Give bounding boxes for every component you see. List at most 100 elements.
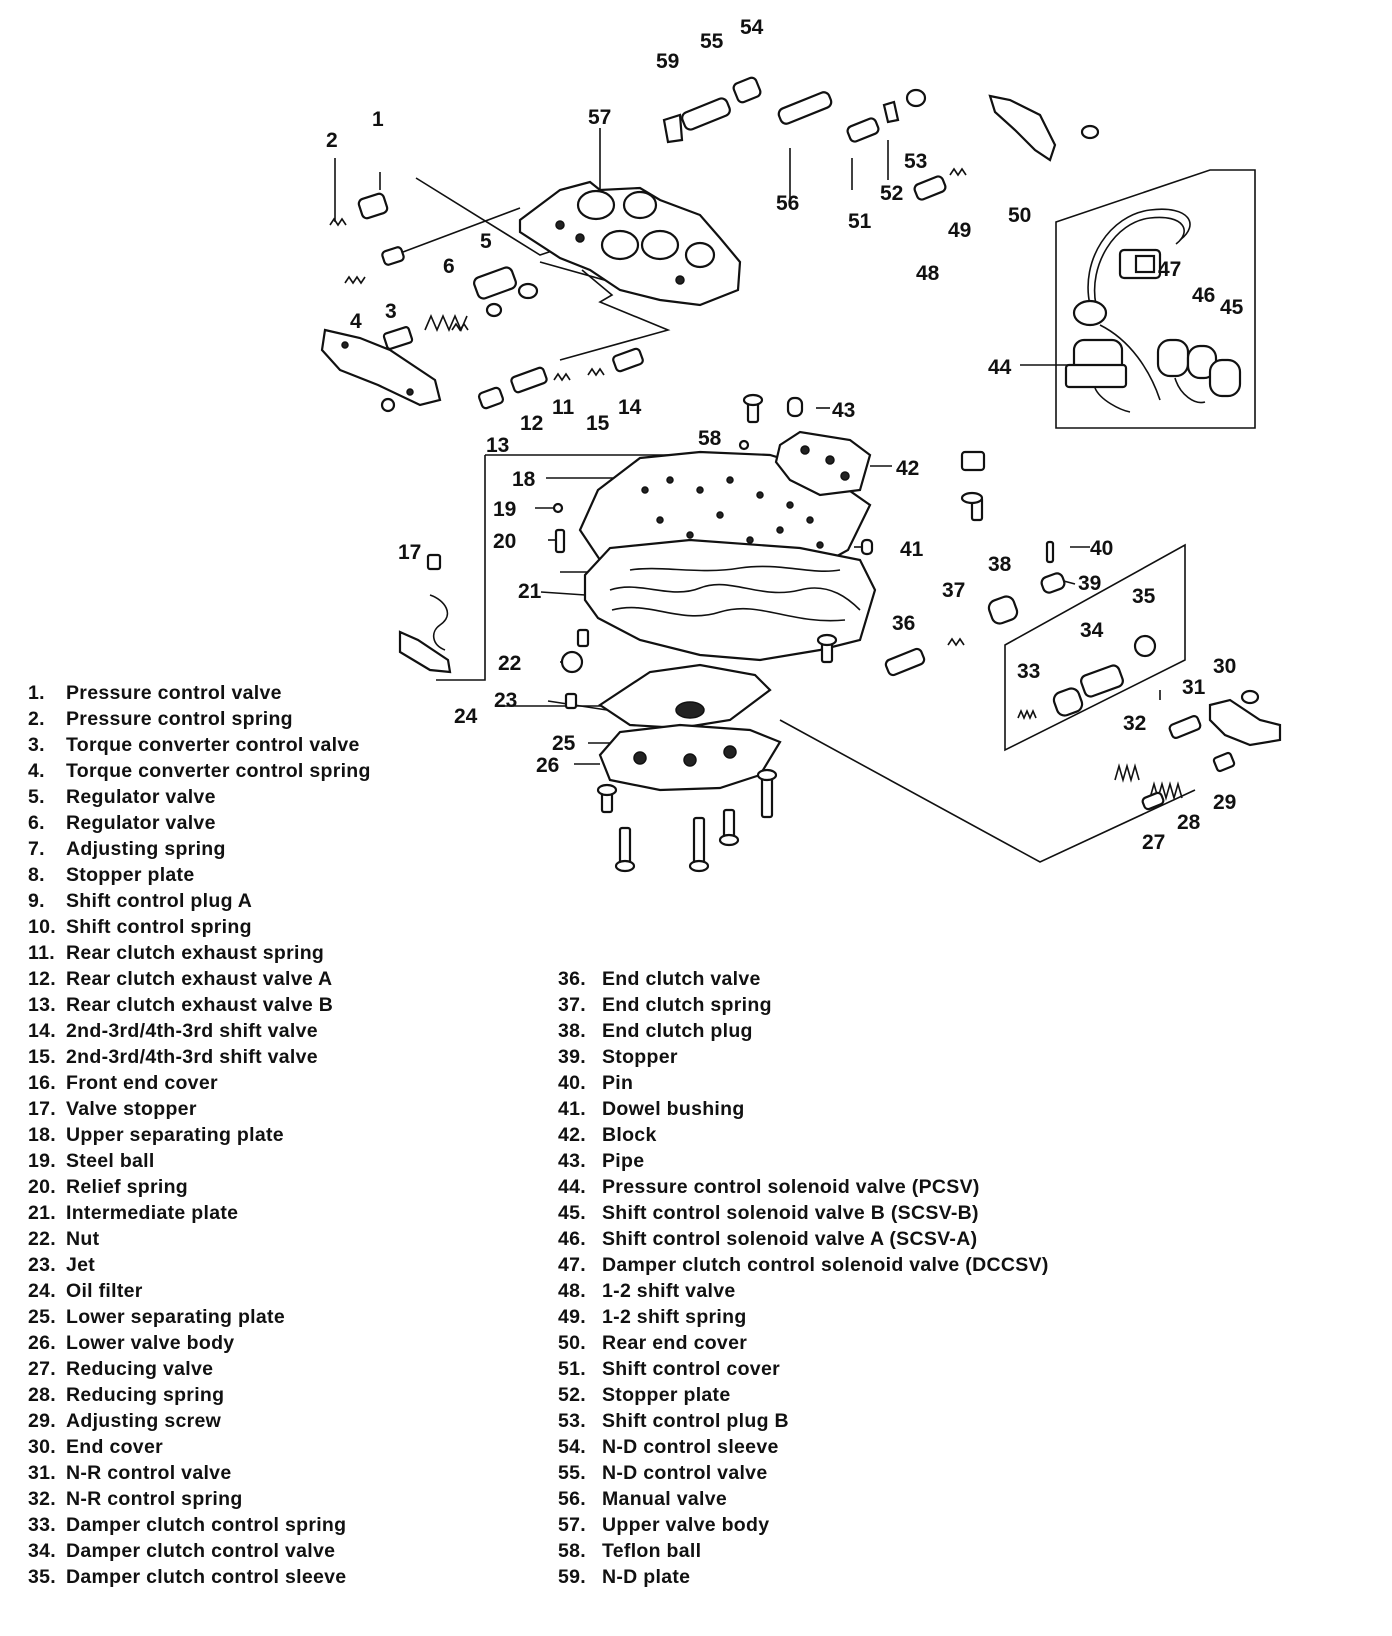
legend-number: 31. bbox=[28, 1462, 57, 1484]
legend-item: 18.Upper separating plate bbox=[28, 1122, 371, 1148]
legend-number: 15. bbox=[28, 1046, 57, 1068]
legend-item: 57.Upper valve body bbox=[558, 1512, 1049, 1538]
callout-22: 22 bbox=[498, 652, 521, 675]
callout-31: 31 bbox=[1182, 676, 1206, 699]
callout-34: 34 bbox=[1080, 619, 1104, 642]
callout-44: 44 bbox=[988, 356, 1012, 379]
legend-item: 11.Rear clutch exhaust spring bbox=[28, 940, 371, 966]
legend-item: 39.Stopper bbox=[558, 1044, 1049, 1070]
legend-number: 45. bbox=[558, 1202, 587, 1224]
legend-label: Rear clutch exhaust spring bbox=[66, 942, 325, 964]
legend-number: 59. bbox=[558, 1566, 587, 1588]
legend-number: 36. bbox=[558, 968, 587, 990]
callout-42: 42 bbox=[896, 457, 919, 480]
legend-label: Torque converter control spring bbox=[66, 760, 371, 782]
legend-number: 12. bbox=[28, 968, 57, 990]
legend-label: Block bbox=[602, 1124, 657, 1146]
callout-numbers: 1 2 3 4 5 6 11 12 13 14 15 17 18 19 20 2… bbox=[326, 16, 1244, 854]
legend-item: 55. N-D control valve bbox=[558, 1460, 1049, 1486]
legend-number: 42. bbox=[558, 1124, 587, 1146]
callout-21: 21 bbox=[518, 580, 542, 603]
legend-item: 49.1-2 shift spring bbox=[558, 1304, 1049, 1330]
legend-label: Steel ball bbox=[66, 1150, 155, 1172]
legend-item: 21.Intermediate plate bbox=[28, 1200, 371, 1226]
legend-label: Shift control plug B bbox=[602, 1410, 789, 1432]
legend-item: 23.Jet bbox=[28, 1252, 371, 1278]
callout-24: 24 bbox=[454, 705, 478, 728]
callout-39: 39 bbox=[1078, 572, 1101, 595]
callout-28: 28 bbox=[1177, 811, 1201, 834]
legend-item: 35.Damper clutch control sleeve bbox=[28, 1564, 371, 1590]
callout-41: 41 bbox=[900, 538, 924, 561]
callout-1: 1 bbox=[372, 108, 384, 131]
callout-3: 3 bbox=[385, 300, 397, 323]
legend-label: Lower valve body bbox=[66, 1332, 235, 1354]
legend-label: 2nd-3rd/4th-3rd shift valve bbox=[66, 1020, 318, 1042]
legend-number: 55. bbox=[558, 1462, 587, 1484]
legend-label: 1-2 shift spring bbox=[602, 1306, 747, 1328]
legend-number: 40. bbox=[558, 1072, 587, 1094]
legend-number: 21. bbox=[28, 1202, 57, 1224]
legend-number: 7. bbox=[28, 838, 45, 860]
legend-item: 10.Shift control spring bbox=[28, 914, 371, 940]
legend-label: Relief spring bbox=[66, 1176, 189, 1198]
legend-item: 8.Stopper plate bbox=[28, 862, 371, 888]
legend-label: Front end cover bbox=[66, 1072, 218, 1094]
legend-label: Adjusting spring bbox=[66, 838, 226, 860]
legend-number: 48. bbox=[558, 1280, 587, 1302]
parts-legend-right: 36.End clutch valve 37.End clutch spring… bbox=[558, 966, 1049, 1590]
parts-legend-left: 1.Pressure control valve 2.Pressure cont… bbox=[28, 680, 371, 1590]
legend-label: N-D plate bbox=[602, 1566, 691, 1588]
legend-item: 58.Teflon ball bbox=[558, 1538, 1049, 1564]
legend-label: Torque converter control valve bbox=[66, 734, 360, 756]
legend-number: 13. bbox=[28, 994, 57, 1016]
legend-item: 5.Regulator valve bbox=[28, 784, 371, 810]
legend-item: 22.Nut bbox=[28, 1226, 371, 1252]
legend-number: 28. bbox=[28, 1384, 57, 1406]
callout-20: 20 bbox=[493, 530, 516, 553]
callout-45: 45 bbox=[1220, 296, 1244, 319]
legend-item: 46.Shift control solenoid valve A (SCSV-… bbox=[558, 1226, 1049, 1252]
callout-35: 35 bbox=[1132, 585, 1156, 608]
legend-item: 52.Stopper plate bbox=[558, 1382, 1049, 1408]
legend-item: 12.Rear clutch exhaust valve A bbox=[28, 966, 371, 992]
callout-46: 46 bbox=[1192, 284, 1215, 307]
callout-18: 18 bbox=[512, 468, 536, 491]
legend-number: 26. bbox=[28, 1332, 57, 1354]
legend-item: 38.End clutch plug bbox=[558, 1018, 1049, 1044]
legend-label: End clutch spring bbox=[602, 994, 772, 1016]
legend-label: Regulator valve bbox=[66, 812, 216, 834]
legend-label: Damper clutch control valve bbox=[66, 1540, 336, 1562]
legend-number: 41. bbox=[558, 1098, 587, 1120]
callout-54: 54 bbox=[740, 16, 764, 39]
legend-item: 31. N-R control valve bbox=[28, 1460, 371, 1486]
legend-number: 33. bbox=[28, 1514, 57, 1536]
legend-number: 10. bbox=[28, 916, 57, 938]
legend-item: 40.Pin bbox=[558, 1070, 1049, 1096]
legend-label: N-R control valve bbox=[66, 1462, 232, 1484]
callout-17: 17 bbox=[398, 541, 421, 564]
callout-4: 4 bbox=[350, 310, 362, 333]
legend-number: 5. bbox=[28, 786, 45, 808]
legend-label: N-D control valve bbox=[602, 1462, 768, 1484]
callout-14: 14 bbox=[618, 396, 642, 419]
callout-38: 38 bbox=[988, 553, 1012, 576]
callout-43: 43 bbox=[832, 399, 855, 422]
callout-56: 56 bbox=[776, 192, 799, 215]
legend-number: 30. bbox=[28, 1436, 57, 1458]
legend-number: 1. bbox=[28, 682, 45, 704]
legend-label: Rear clutch exhaust valve B bbox=[66, 994, 334, 1016]
callout-47: 47 bbox=[1158, 258, 1181, 281]
legend-label: Pressure control solenoid valve (PCSV) bbox=[602, 1176, 980, 1198]
legend-number: 2. bbox=[28, 708, 45, 730]
legend-label: Stopper bbox=[602, 1046, 678, 1068]
legend-item: 6.Regulator valve bbox=[28, 810, 371, 836]
legend-item: 1.Pressure control valve bbox=[28, 680, 371, 706]
legend-label: Upper valve body bbox=[602, 1514, 770, 1536]
callout-15: 15 bbox=[586, 412, 610, 435]
legend-item: 2.Pressure control spring bbox=[28, 706, 371, 732]
legend-label: Reducing spring bbox=[66, 1384, 225, 1406]
rear-end-cover-shape bbox=[988, 94, 1100, 162]
legend-item: 59. N-D plate bbox=[558, 1564, 1049, 1590]
